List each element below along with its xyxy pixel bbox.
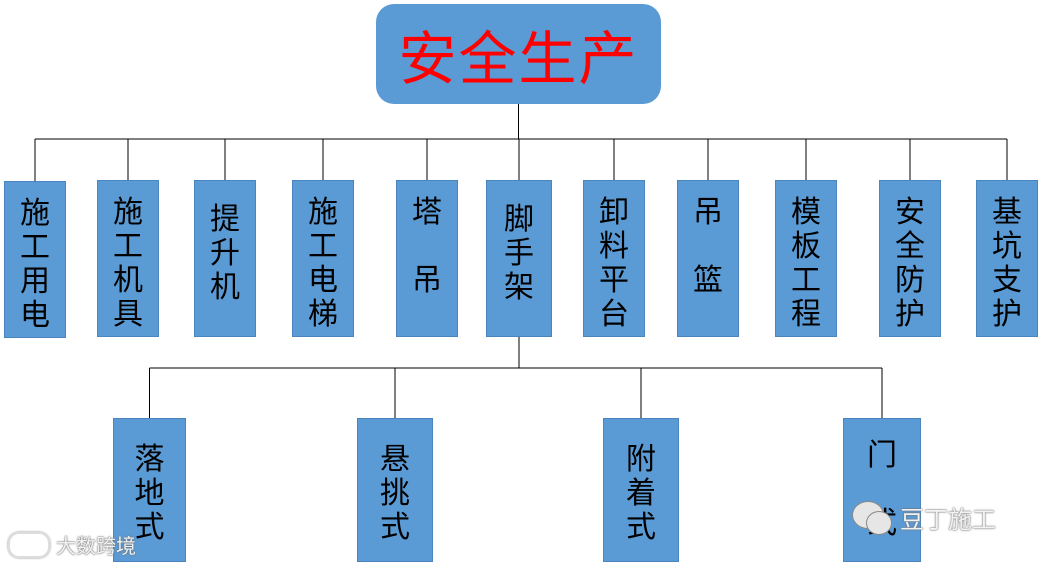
label-char: 式 <box>380 510 410 545</box>
label-char: 电 <box>20 298 50 333</box>
category-label: 塔 吊 <box>412 196 442 298</box>
label-char: 程 <box>791 297 821 332</box>
scaffold-box-s4: 门 式 <box>843 418 921 562</box>
label-char: 式 <box>626 510 656 545</box>
scaffold-label: 悬挑式 <box>380 443 410 545</box>
scaffold-label: 落地式 <box>135 443 165 545</box>
label-char: 着 <box>626 476 656 511</box>
watermark-left-text: 大数跨境 <box>56 534 136 558</box>
label-char: 工 <box>308 229 338 264</box>
category-box-c11: 基坑支护 <box>976 180 1038 337</box>
label-char: 篮 <box>693 263 723 298</box>
label-char: 平 <box>599 263 629 298</box>
label-char: 吊 <box>693 195 723 230</box>
label-char: 升 <box>210 236 240 271</box>
label-char: 护 <box>992 297 1022 332</box>
label-char: 架 <box>504 270 534 305</box>
label-char: 护 <box>895 297 925 332</box>
scaffold-label: 附着式 <box>626 443 656 545</box>
category-box-c7: 卸料平台 <box>583 180 645 337</box>
category-label: 基坑支护 <box>992 196 1022 332</box>
label-char: 机 <box>113 263 143 298</box>
category-label: 安全防护 <box>895 196 925 332</box>
category-box-c3: 提升机 <box>194 180 256 337</box>
scaffold-box-s1: 落地式 <box>113 418 186 562</box>
category-box-c4: 施工电梯 <box>292 180 354 337</box>
category-label: 卸料平台 <box>599 196 629 332</box>
watermark-logo-icon <box>8 531 50 558</box>
category-label: 脚手架 <box>504 203 534 305</box>
label-char: 电 <box>308 263 338 298</box>
category-box-c2: 施工机具 <box>97 180 159 337</box>
label-char: 模 <box>791 195 821 230</box>
category-label: 施工用电 <box>20 197 50 333</box>
label-char: 机 <box>210 270 240 305</box>
label-char: 全 <box>895 229 925 264</box>
label-char: 门 <box>867 438 897 473</box>
label-char: 落 <box>134 442 165 477</box>
category-box-c9: 模板工程 <box>775 180 837 337</box>
watermark-right-text: 豆丁施工 <box>900 506 996 534</box>
label-char: 料 <box>599 229 629 264</box>
category-label: 施工电梯 <box>308 196 338 332</box>
label-char: 卸 <box>599 195 629 230</box>
category-box-c1: 施工用电 <box>4 181 66 338</box>
wechat-icon <box>852 500 892 535</box>
label-char: 悬 <box>380 442 410 477</box>
label-char: 防 <box>895 263 925 298</box>
label-char: 工 <box>113 229 143 264</box>
label-char: 吊 <box>412 263 442 298</box>
root-node: 安全生产 <box>376 4 661 104</box>
category-box-c10: 安全防护 <box>879 180 941 337</box>
category-label: 施工机具 <box>113 196 143 332</box>
label-char <box>703 230 713 264</box>
label-char: 附 <box>626 442 656 477</box>
label-char <box>422 230 432 264</box>
label-char: 用 <box>20 264 50 299</box>
label-char: 地 <box>134 476 165 511</box>
label-char: 工 <box>20 230 50 265</box>
label-char: 提 <box>210 202 240 237</box>
category-label: 模板工程 <box>791 196 821 332</box>
label-char: 台 <box>599 297 629 332</box>
watermark-right: 豆丁施工 <box>852 500 996 535</box>
label-char: 工 <box>791 263 821 298</box>
label-char: 安 <box>895 195 925 230</box>
label-char: 挑 <box>380 476 410 511</box>
label-char: 手 <box>504 236 534 271</box>
label-char: 支 <box>992 263 1022 298</box>
label-char: 具 <box>113 297 143 332</box>
category-box-c6: 脚手架 <box>486 180 552 337</box>
label-char: 塔 <box>412 195 442 230</box>
label-char: 板 <box>791 229 821 264</box>
label-char: 坑 <box>992 229 1022 264</box>
label-char: 施 <box>113 195 143 230</box>
scaffold-box-s2: 悬挑式 <box>357 418 433 562</box>
watermark-left: 大数跨境 <box>8 530 136 559</box>
label-char: 梯 <box>308 297 338 332</box>
scaffold-box-s3: 附着式 <box>603 418 679 562</box>
category-label: 吊 篮 <box>693 196 723 298</box>
label-char: 基 <box>992 195 1022 230</box>
category-box-c8: 吊 篮 <box>677 180 739 337</box>
label-char: 式 <box>134 510 165 545</box>
label-char: 施 <box>308 195 338 230</box>
root-label: 安全生产 <box>398 25 639 93</box>
category-box-c5: 塔 吊 <box>396 180 458 337</box>
label-char: 施 <box>20 196 50 231</box>
category-label: 提升机 <box>210 203 240 305</box>
label-char: 脚 <box>504 202 534 237</box>
